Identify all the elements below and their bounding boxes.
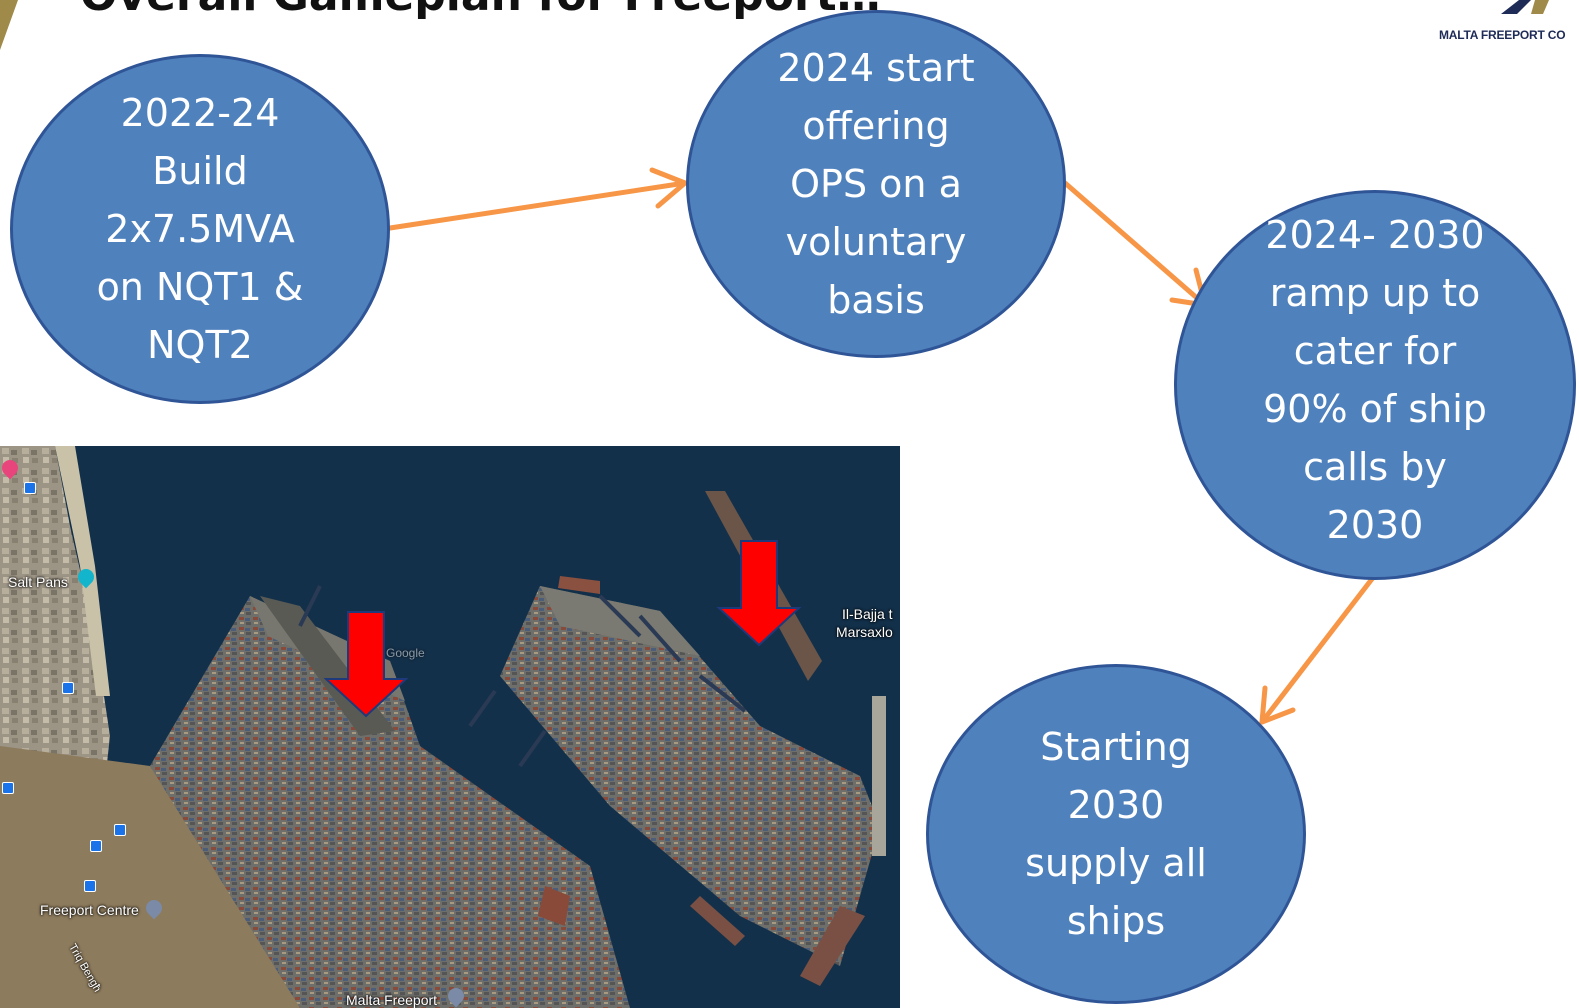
arrow-bubble3-to-bubble4 xyxy=(1259,572,1378,725)
bubble-2024-start-text: 2024 start offering OPS on a voluntary b… xyxy=(777,46,975,322)
arrowhead-bubble4 xyxy=(1259,685,1296,725)
bubble-2024-2030: 2024- 2030 ramp up to cater for 90% of s… xyxy=(1174,190,1576,580)
bubble-2024-2030-text: 2024- 2030 ramp up to cater for 90% of s… xyxy=(1263,213,1487,547)
arrow-bubble1-to-bubble2 xyxy=(387,180,688,231)
red-marker-arrow-right xyxy=(716,540,802,647)
bus-stop-icon xyxy=(2,782,14,794)
bubble-2022-24: 2022-24 Build 2x7.5MVA on NQT1 & NQT2 xyxy=(10,54,390,404)
satellite-map: Salt Pans Il-Bajja t Marsaxlo Google Fre… xyxy=(0,446,900,1008)
map-label-freeport-centre: Freeport Centre xyxy=(40,902,139,918)
bus-stop-icon xyxy=(90,840,102,852)
map-label-bajja-line2: Marsaxlo xyxy=(836,624,893,640)
map-label-malta-freeport: Malta Freeport xyxy=(346,992,438,1008)
map-label-salt-pans: Salt Pans xyxy=(8,574,68,590)
malta-freeport-logo: MALTA FREEPORT CO xyxy=(1439,0,1579,50)
satellite-map-graphic xyxy=(0,446,900,1008)
bubble-2030: Starting 2030 supply all ships xyxy=(926,664,1306,1004)
bubble-2024-start: 2024 start offering OPS on a voluntary b… xyxy=(686,10,1066,358)
bus-stop-icon xyxy=(24,482,36,494)
bus-stop-icon xyxy=(84,880,96,892)
logo-text: MALTA FREEPORT CO xyxy=(1439,28,1566,42)
arrow-bubble2-to-bubble3 xyxy=(1062,180,1208,308)
red-marker-arrow-left xyxy=(323,611,409,718)
bus-stop-icon xyxy=(62,682,74,694)
gold-corner-decoration xyxy=(0,0,18,50)
slide-title: Overall Gameplan for Freeport… xyxy=(80,0,881,26)
bubble-2022-24-text: 2022-24 Build 2x7.5MVA on NQT1 & NQT2 xyxy=(96,91,304,367)
bubble-2030-text: Starting 2030 supply all ships xyxy=(1025,725,1207,943)
map-label-google: Google xyxy=(386,646,425,660)
bus-stop-icon xyxy=(114,824,126,836)
map-label-bajja-line1: Il-Bajja t xyxy=(842,606,893,622)
arrowhead-bubble2 xyxy=(649,167,688,209)
terminal-right xyxy=(500,586,880,966)
terminal-left xyxy=(150,596,630,1008)
